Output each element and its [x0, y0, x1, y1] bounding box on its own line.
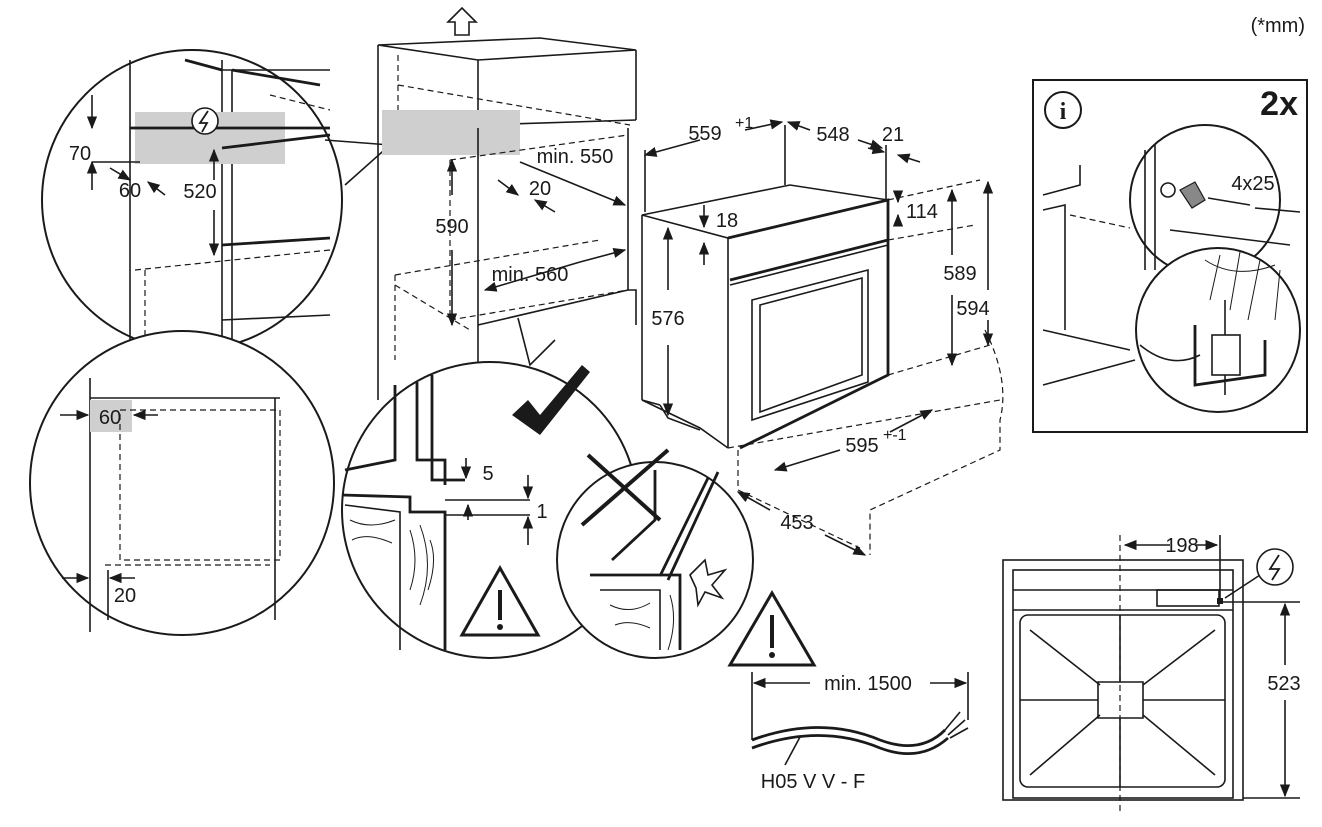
screw-size: 4x25: [1231, 173, 1274, 195]
unit-note: (*mm): [1251, 15, 1305, 37]
dim-198: 198: [1165, 535, 1198, 557]
cable-detail: min. 1500 H05 V V - F: [727, 590, 969, 793]
svg-text:i: i: [1060, 99, 1067, 125]
info-icon: i: [1044, 91, 1082, 129]
dim-min550: min. 550: [537, 146, 614, 168]
oven-drawing: 559 +1 548 21 18 114 576 589 594 595: [641, 115, 1004, 556]
electric-hazard-icon: [191, 107, 219, 135]
dim-523: 523: [1267, 673, 1300, 695]
dim-594: 594: [956, 298, 989, 320]
checkmark-icon: [512, 365, 590, 435]
dim-5: 5: [482, 463, 493, 485]
dim-576: 576: [651, 308, 684, 330]
dim-min560: min. 560: [492, 264, 569, 286]
cabinet-niche: 590 min. 550 20 min. 560: [377, 6, 637, 400]
dim-20-niche: 20: [529, 178, 551, 200]
dim-453: 453: [780, 512, 813, 534]
detail-circle-incorrect: [556, 448, 754, 659]
warning-triangle-icon: [727, 590, 817, 667]
dim-20-side: 20: [114, 585, 136, 607]
warning-triangle-icon: [459, 564, 541, 637]
dim-590: 590: [435, 216, 468, 238]
dim-595-tolerance: +-1: [883, 427, 907, 444]
dim-520: 520: [183, 181, 216, 203]
dim-589: 589: [943, 263, 976, 285]
dim-min1500: min. 1500: [824, 673, 912, 695]
dim-60-top: 60: [119, 180, 141, 202]
cable-type: H05 V V - F: [761, 771, 865, 793]
oven-rear-view: 198 523: [1002, 535, 1301, 815]
side-gap-shade: [90, 400, 132, 432]
detail-circle-bottom-left: 60 20: [29, 330, 335, 636]
up-arrow-icon: [446, 6, 478, 36]
detail-circle-top-left: 70 60 520: [41, 49, 343, 351]
dim-21: 21: [882, 124, 904, 146]
niche-cutout-shade: [382, 110, 520, 155]
dim-559: 559: [688, 123, 721, 145]
dim-60-side: 60: [99, 407, 121, 429]
impact-icon: [689, 558, 728, 608]
dim-595: 595: [845, 435, 878, 457]
dim-548: 548: [816, 124, 849, 146]
dim-1: 1: [536, 501, 547, 523]
electric-hazard-icon: [1256, 548, 1294, 586]
dim-114: 114: [906, 201, 938, 223]
dim-18: 18: [716, 210, 738, 232]
cross-icon: [580, 448, 670, 527]
multiplier-label: 2x: [1260, 85, 1298, 123]
screw-icon: [1179, 181, 1206, 209]
dim-559-tolerance: +1: [735, 115, 753, 132]
info-box: i 2x 4x25: [1032, 79, 1308, 433]
dim-70: 70: [69, 143, 91, 165]
